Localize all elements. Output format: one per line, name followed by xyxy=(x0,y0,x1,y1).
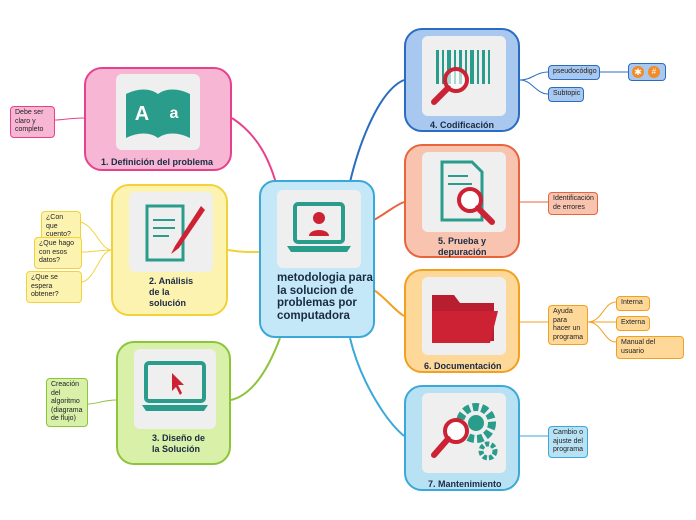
svg-text:a: a xyxy=(170,105,179,122)
note-analisis[interactable]: ¿Que se espera obtener? xyxy=(26,271,82,303)
star-marker-icon: ✱ xyxy=(632,66,644,78)
central-topic[interactable]: metodologia para la solucion de problema… xyxy=(259,180,375,338)
branch-label: 1. Definición del problema xyxy=(101,157,214,167)
branch-mantenimiento[interactable]: 7. Mantenimiento xyxy=(404,385,520,491)
branch-prueba[interactable]: 5. Prueba y depuración xyxy=(404,144,520,258)
laptop-cursor-icon xyxy=(134,349,216,429)
branch-documentacion[interactable]: 6. Documentación xyxy=(404,269,520,373)
branch-label: 6. Documentación xyxy=(424,361,502,371)
svg-text:A: A xyxy=(135,103,149,125)
note-codificacion-pseudocodigo[interactable]: pseudocódigo xyxy=(548,65,600,80)
branch-analisis[interactable]: 2. Análisis de la solución xyxy=(111,184,228,316)
branch-label: 3. Diseño de la Solución xyxy=(152,433,206,454)
computer-user-icon xyxy=(277,190,361,268)
branch-definicion[interactable]: A a 1. Definición del problema xyxy=(84,67,232,171)
gears-magnifier-icon xyxy=(422,393,506,473)
note-analisis[interactable]: ¿Que hago con esos datos? xyxy=(34,237,82,269)
branch-label: 7. Mantenimiento xyxy=(428,479,502,489)
branch-codificacion[interactable]: 4. Codificación xyxy=(404,28,520,132)
barcode-magnifier-icon xyxy=(422,36,506,116)
note-documentacion-externa[interactable]: Externa xyxy=(616,316,650,331)
folder-icon xyxy=(422,277,506,355)
branch-label: 4. Codificación xyxy=(430,120,495,130)
central-topic-title: metodologia para la solucion de problema… xyxy=(277,272,373,322)
branch-label: 2. Análisis de la solución xyxy=(149,276,194,308)
document-pen-icon xyxy=(129,192,213,272)
branch-diseno[interactable]: 3. Diseño de la Solución xyxy=(116,341,231,465)
marker-icons: ✱ # xyxy=(628,63,666,81)
note-definicion[interactable]: Debe ser claro y completo xyxy=(10,106,55,138)
note-codificacion-subtopic[interactable]: Subtopic xyxy=(548,87,584,102)
note-documentacion-interna[interactable]: Interna xyxy=(616,296,650,311)
document-magnifier-icon xyxy=(422,152,506,232)
note-mantenimiento[interactable]: Cambio o ajuste del programa xyxy=(548,426,588,458)
note-documentacion-manual[interactable]: Manual del usuario xyxy=(616,336,684,359)
book-letters-icon: A a xyxy=(116,74,200,150)
hash-marker-icon: # xyxy=(648,66,660,78)
note-diseno[interactable]: Creación del algoritmo (diagrama de fluj… xyxy=(46,378,88,427)
note-prueba[interactable]: Identificación de errores xyxy=(548,192,598,215)
note-documentacion-main[interactable]: Ayuda para hacer un programa xyxy=(548,305,588,345)
branch-label: 5. Prueba y depuración xyxy=(438,236,487,257)
